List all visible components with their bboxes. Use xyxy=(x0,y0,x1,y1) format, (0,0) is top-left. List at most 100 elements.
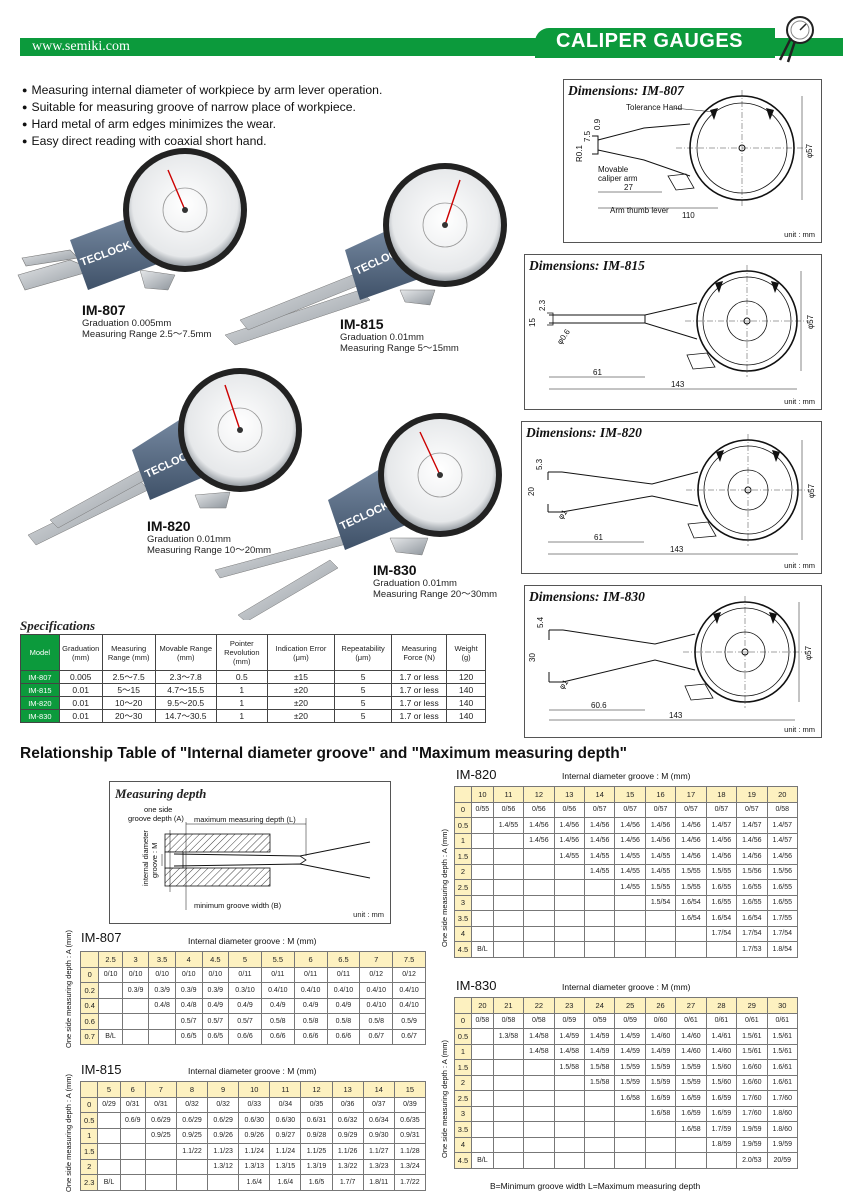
spec-header: Pointer Revolution (mm) xyxy=(215,634,268,671)
groove-col-header: 3 xyxy=(121,951,150,968)
groove-cell xyxy=(121,1013,150,1030)
svg-text:61: 61 xyxy=(593,368,602,377)
groove-cell: 0/55 xyxy=(471,801,494,818)
table-title: IM-815 xyxy=(81,1062,122,1077)
groove-col-header: 28 xyxy=(705,997,738,1014)
groove-cell xyxy=(97,1143,121,1160)
dimensions-im815: 61 143 φ57 2.3 15 φ0.6 Dimensions: IM-81… xyxy=(524,254,822,410)
groove-cell: 0.9/28 xyxy=(300,1127,333,1144)
site-url[interactable]: www.semiki.com xyxy=(32,39,130,54)
groove-cell: 1.6/55 xyxy=(705,879,738,896)
spec-cell: 1 xyxy=(215,696,268,710)
groove-cell: 0/61 xyxy=(675,1012,707,1029)
groove-cell xyxy=(553,1136,586,1153)
groove-cell: B/L xyxy=(471,941,494,958)
groove-col-header: 13 xyxy=(331,1081,364,1098)
groove-cell xyxy=(492,1105,525,1122)
groove-cell xyxy=(553,910,586,927)
groove-cell: 1.6/60 xyxy=(736,1059,768,1076)
groove-col-header: 12 xyxy=(523,786,555,803)
groove-cell xyxy=(119,1143,146,1160)
svg-text:110: 110 xyxy=(682,211,695,220)
groove-cell: 1.5/56 xyxy=(736,863,768,880)
groove-table-im830: IM-830 Internal diameter groove : M (mm)… xyxy=(440,978,799,1174)
groove-cell: B/L xyxy=(97,1174,121,1191)
svg-text:15: 15 xyxy=(528,318,537,327)
svg-text:30: 30 xyxy=(528,653,537,662)
groove-cell: 0.9/25 xyxy=(175,1127,209,1144)
spec-cell: 9.5～20.5 xyxy=(154,696,217,710)
spec-cell: 10～20 xyxy=(101,696,156,710)
groove-cell: 0.3/9 xyxy=(174,982,203,999)
groove-cell xyxy=(148,1013,176,1030)
groove-col-header: 18 xyxy=(705,786,738,803)
groove-cell xyxy=(97,1158,121,1175)
svg-text:20: 20 xyxy=(527,487,536,496)
groove-cell xyxy=(523,1136,555,1153)
svg-text:Tolerance Hand: Tolerance Hand xyxy=(626,103,682,112)
table-title: IM-820 xyxy=(456,767,497,782)
groove-cell xyxy=(614,894,646,911)
svg-text:Movable: Movable xyxy=(598,165,629,174)
depth-row-header: 1 xyxy=(79,1127,99,1144)
groove-cell: 1.5/61 xyxy=(736,1043,768,1060)
groove-cell: 0.3/9 xyxy=(148,982,176,999)
groove-cell: 1.4/58 xyxy=(523,1028,555,1045)
groove-col-header: 21 xyxy=(492,997,525,1014)
groove-cell: 1.3/22 xyxy=(331,1158,364,1175)
svg-text:7.5: 7.5 xyxy=(583,130,592,142)
groove-table-im815: IM-815 Internal diameter groove : M (mm)… xyxy=(64,1062,427,1192)
groove-cell xyxy=(119,1127,146,1144)
groove-cell xyxy=(148,1028,176,1045)
groove-cell: 1.3/58 xyxy=(492,1028,525,1045)
spec-cell: 1.7 or less xyxy=(391,670,448,684)
groove-cell: 1.4/56 xyxy=(614,832,646,849)
groove-cell: 1.4/55 xyxy=(614,863,646,880)
groove-cell xyxy=(471,1105,494,1122)
groove-cell: 1.6/54 xyxy=(675,910,707,927)
x-axis-label: Internal diameter groove : M (mm) xyxy=(562,771,691,781)
groove-cell xyxy=(492,879,525,896)
groove-cell xyxy=(553,879,586,896)
groove-cell: B/L xyxy=(98,1028,123,1045)
groove-cell xyxy=(614,910,646,927)
spec-cell: 0.01 xyxy=(58,683,103,697)
groove-col-header: 20 xyxy=(766,786,799,803)
spec-model-cell: IM-807 xyxy=(20,670,60,684)
depth-row-header: 3 xyxy=(454,1105,472,1122)
im830-photo: TECLOCK xyxy=(214,413,502,620)
groove-cell xyxy=(583,894,616,911)
depth-row-header: 3.5 xyxy=(454,910,472,927)
groove-cell: 0.5/7 xyxy=(228,1013,262,1030)
groove-cell: 1.6/61 xyxy=(766,1074,799,1091)
groove-cell: 1.5/61 xyxy=(766,1028,799,1045)
groove-cell: 0.5/8 xyxy=(293,1013,328,1030)
spec-cell: ±20 xyxy=(266,683,336,697)
groove-cell: 0/11 xyxy=(293,966,328,983)
groove-cell: 0/59 xyxy=(583,1012,616,1029)
groove-cell xyxy=(144,1143,177,1160)
groove-cell: 0.6/6 xyxy=(260,1028,295,1045)
groove-cell: 1.5/55 xyxy=(705,863,738,880)
spec-cell: 1.7 or less xyxy=(391,683,448,697)
spec-cell: 140 xyxy=(446,683,486,697)
groove-cell xyxy=(523,910,555,927)
groove-cell: 1.9/59 xyxy=(766,1136,799,1153)
svg-text:R0.1: R0.1 xyxy=(575,145,584,162)
spec-cell: 120 xyxy=(446,670,486,684)
groove-cell: 0/59 xyxy=(614,1012,646,1029)
groove-col-header: 4.5 xyxy=(201,951,230,968)
groove-cell: 1.4/56 xyxy=(675,817,707,834)
groove-cell: 1.8/54 xyxy=(766,941,799,958)
dimensions-im807: Tolerance Hand Movable caliper arm Arm t… xyxy=(563,79,822,243)
groove-cell: 1.8/60 xyxy=(766,1121,799,1138)
groove-cell: 0.4/9 xyxy=(293,997,328,1014)
depth-row-header: 1.5 xyxy=(454,848,472,865)
groove-cell: 1.6/59 xyxy=(644,1090,677,1107)
depth-row-header: 0.7 xyxy=(79,1028,100,1045)
